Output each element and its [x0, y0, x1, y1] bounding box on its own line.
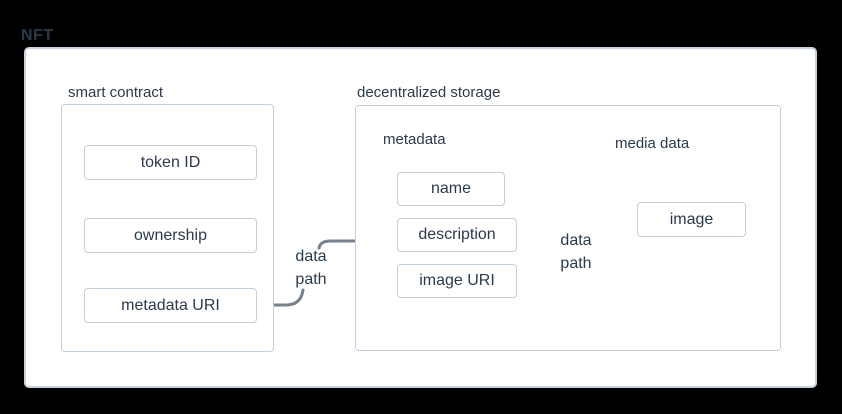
node-description: description	[397, 218, 517, 252]
datapath2-label: data path	[560, 232, 592, 272]
nft-title: NFT	[21, 27, 54, 44]
media-data-label: media data	[615, 135, 690, 152]
node-metadata-uri: metadata URI	[84, 288, 257, 323]
node-image: image	[637, 202, 746, 237]
node-image-uri: image URI	[397, 264, 517, 298]
decentralized-storage-label: decentralized storage	[357, 84, 501, 101]
node-token-id: token ID	[84, 145, 257, 180]
smart-contract-label: smart contract	[68, 84, 164, 101]
metadata-label: metadata	[383, 131, 446, 148]
node-ownership: ownership	[84, 218, 257, 253]
datapath1-label: data path	[295, 248, 327, 288]
node-name: name	[397, 172, 505, 206]
